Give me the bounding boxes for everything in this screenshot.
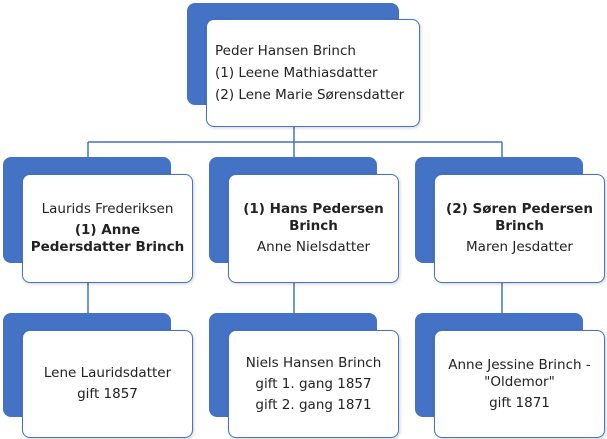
descendant-node-1-card: Lene Lauridsdatter gift 1857 [22, 330, 193, 438]
child-node-1: Laurids Frederiksen (1) Anne Pedersdatte… [3, 157, 193, 283]
child-1-spouse: Laurids Frederiksen [41, 201, 174, 217]
child-3-spouse: Maren Jesdatter [466, 239, 573, 255]
descendant-3-marriage: gift 1871 [489, 394, 550, 411]
child-2-spouse: Anne Nielsdatter [256, 239, 371, 255]
descendant-node-3: Anne Jessine Brinch - "Oldemor" gift 187… [415, 313, 605, 439]
root-node: Peder Hansen Brinch (1) Leene Mathiasdat… [187, 3, 420, 127]
child-2-name: (1) Hans Pedersen Brinch [243, 201, 384, 234]
descendant-1-name: Lene Lauridsdatter [43, 365, 172, 381]
root-name: Peder Hansen Brinch [215, 43, 356, 59]
child-node-3: (2) Søren Pedersen Brinch Maren Jesdatte… [415, 157, 605, 283]
descendant-3-name: Anne Jessine Brinch - "Oldemor" [448, 356, 591, 390]
descendant-node-2-card: Niels Hansen Brinch gift 1. gang 1857 gi… [228, 330, 399, 438]
root-node-card: Peder Hansen Brinch (1) Leene Mathiasdat… [206, 19, 420, 127]
descendant-2-name: Niels Hansen Brinch [245, 354, 382, 371]
descendant-node-2: Niels Hansen Brinch gift 1. gang 1857 gi… [209, 313, 399, 439]
descendant-1-marriage: gift 1857 [77, 386, 138, 402]
child-1-name: (1) Anne Pedersdatter Brinch [30, 222, 185, 255]
child-3-name: (2) Søren Pedersen Brinch [446, 201, 593, 234]
root-spouse-1: (1) Leene Mathiasdatter [215, 65, 378, 81]
child-node-2-card: (1) Hans Pedersen Brinch Anne Nielsdatte… [228, 174, 399, 283]
descendant-2-marriage-2: gift 2. gang 1871 [255, 396, 372, 413]
root-spouse-2: (2) Lene Marie Sørensdatter [215, 87, 405, 103]
descendant-node-3-card: Anne Jessine Brinch - "Oldemor" gift 187… [434, 330, 605, 438]
child-node-2: (1) Hans Pedersen Brinch Anne Nielsdatte… [209, 157, 399, 283]
child-node-1-card: Laurids Frederiksen (1) Anne Pedersdatte… [22, 174, 193, 283]
descendant-node-1: Lene Lauridsdatter gift 1857 [3, 313, 193, 439]
descendant-2-marriage-1: gift 1. gang 1857 [255, 375, 372, 392]
child-node-3-card: (2) Søren Pedersen Brinch Maren Jesdatte… [434, 174, 605, 283]
